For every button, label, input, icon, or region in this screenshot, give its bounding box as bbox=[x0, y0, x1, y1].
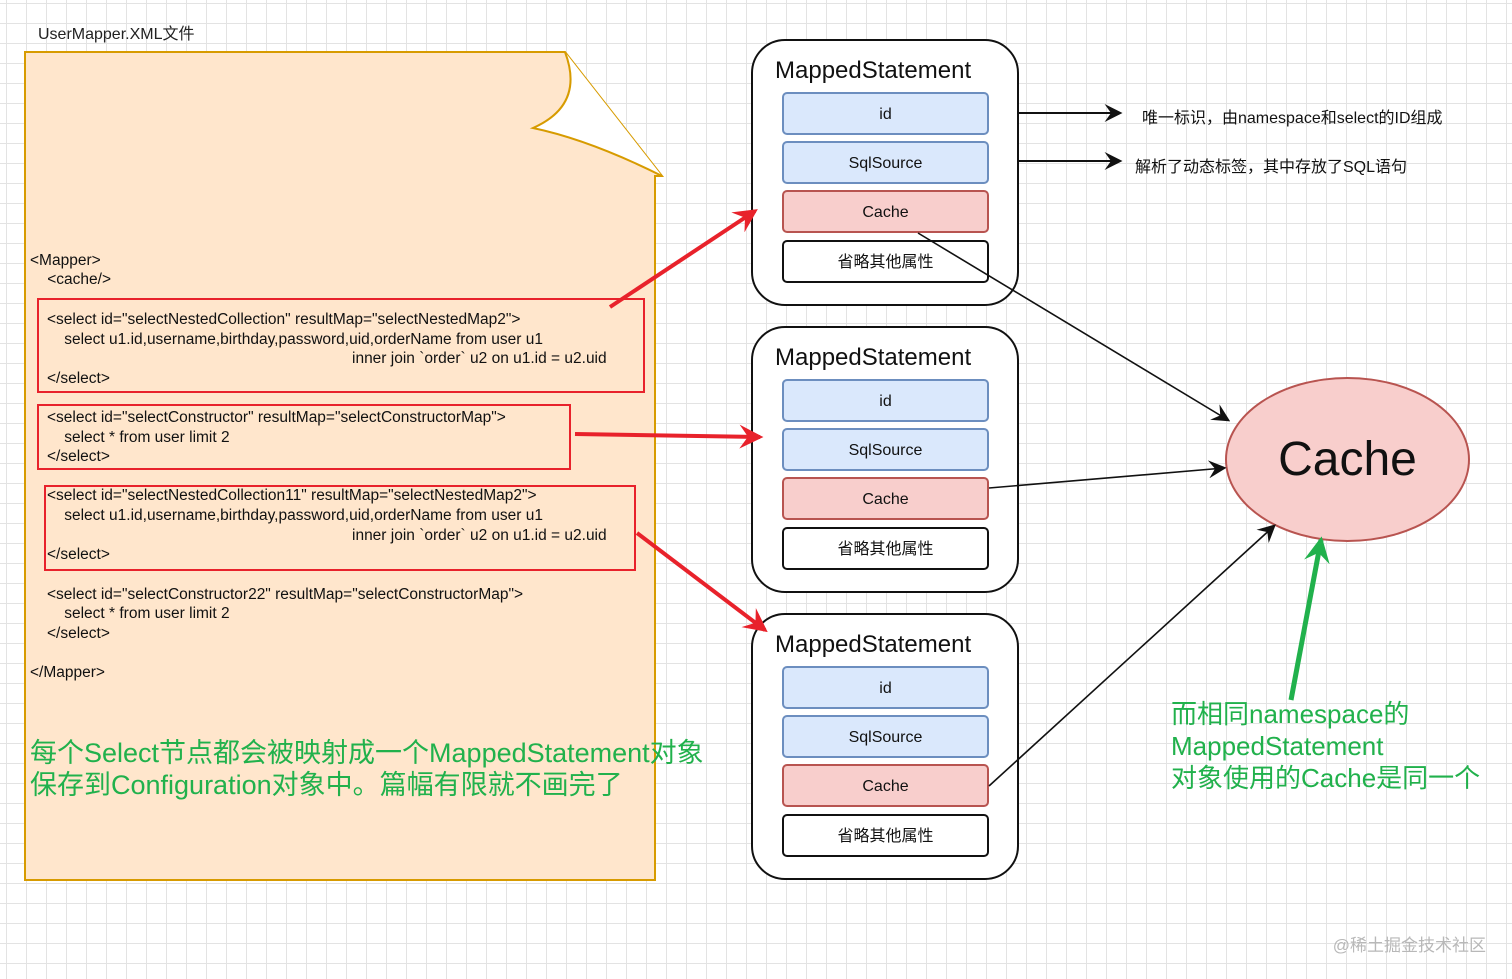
shared-cache-node: Cache bbox=[1225, 377, 1470, 542]
select1-line1: <select id="selectNestedCollection" resu… bbox=[47, 311, 521, 328]
id-note: 唯一标识，由namespace和select的ID组成 bbox=[1142, 110, 1443, 127]
red-arrow-2 bbox=[574, 424, 764, 449]
cache-link-3 bbox=[988, 524, 1276, 787]
ms-title: MappedStatement bbox=[775, 631, 972, 658]
ms-field-cache: Cache bbox=[782, 477, 989, 520]
mapper-open-tag: <Mapper> bbox=[30, 252, 101, 269]
ms-field-sqlsource: SqlSource bbox=[782, 141, 989, 184]
green-arrow bbox=[1288, 536, 1330, 701]
select4-line1: <select id="selectConstructor22" resultM… bbox=[47, 586, 524, 603]
ms-title: MappedStatement bbox=[775, 57, 972, 84]
right-caption-line1: 而相同namespace的 bbox=[1171, 699, 1410, 729]
select1-line2: select u1.id,username,birthday,password,… bbox=[47, 331, 543, 348]
watermark: @稀土掘金技术社区 bbox=[1332, 936, 1486, 955]
ms-field-id: id bbox=[782, 92, 989, 135]
ms-title: MappedStatement bbox=[775, 344, 972, 371]
left-caption-line1: 每个Select节点都会被映射成一个MappedStatement对象 bbox=[30, 738, 704, 768]
ms-field-other: 省略其他属性 bbox=[782, 240, 989, 283]
select2-line2: select * from user limit 2 bbox=[47, 429, 230, 446]
select2-line3: </select> bbox=[47, 448, 110, 465]
cache-link-2 bbox=[988, 460, 1227, 489]
ms-field-sqlsource: SqlSource bbox=[782, 715, 989, 758]
right-caption-line3: 对象使用的Cache是同一个 bbox=[1171, 763, 1481, 793]
left-caption-line2: 保存到Configuration对象中。篇幅有限就不画完了 bbox=[30, 770, 623, 800]
ms-field-cache: Cache bbox=[782, 764, 989, 807]
select-box-3 bbox=[44, 485, 636, 571]
select3-line3: inner join `order` u2 on u1.id = u2.uid bbox=[352, 527, 607, 544]
ms-field-sqlsource: SqlSource bbox=[782, 428, 989, 471]
select4-line3: </select> bbox=[47, 625, 110, 642]
select3-line4: </select> bbox=[47, 546, 110, 563]
cache-link-1 bbox=[917, 232, 1231, 422]
select-box-1 bbox=[37, 298, 645, 393]
ms-field-cache: Cache bbox=[782, 190, 989, 233]
mapper-close-tag: </Mapper> bbox=[30, 664, 105, 681]
mapped-statement-3: MappedStatement id SqlSource Cache 省略其他属… bbox=[751, 613, 1019, 880]
right-caption-line2: MappedStatement bbox=[1171, 731, 1384, 761]
select4-line2: select * from user limit 2 bbox=[47, 605, 230, 622]
ms-field-other: 省略其他属性 bbox=[782, 814, 989, 857]
cache-tag: <cache/> bbox=[30, 271, 111, 288]
mapped-statement-2: MappedStatement id SqlSource Cache 省略其他属… bbox=[751, 326, 1019, 593]
sqlsource-note: 解析了动态标签，其中存放了SQL语句 bbox=[1135, 159, 1408, 176]
file-title: UserMapper.XML文件 bbox=[38, 26, 195, 43]
select-box-2 bbox=[37, 404, 571, 470]
select1-line4: </select> bbox=[47, 370, 110, 387]
select3-line2: select u1.id,username,birthday,password,… bbox=[47, 507, 543, 524]
ms-field-id: id bbox=[782, 379, 989, 422]
select1-line3: inner join `order` u2 on u1.id = u2.uid bbox=[352, 350, 607, 367]
mapped-statement-1: MappedStatement id SqlSource Cache 省略其他属… bbox=[751, 39, 1019, 306]
ms-field-id: id bbox=[782, 666, 989, 709]
select3-line1: <select id="selectNestedCollection11" re… bbox=[47, 487, 537, 504]
select2-line1: <select id="selectConstructor" resultMap… bbox=[47, 409, 506, 426]
ms-field-other: 省略其他属性 bbox=[782, 527, 989, 570]
red-arrow-1 bbox=[608, 209, 758, 309]
red-arrow-3 bbox=[635, 531, 768, 633]
